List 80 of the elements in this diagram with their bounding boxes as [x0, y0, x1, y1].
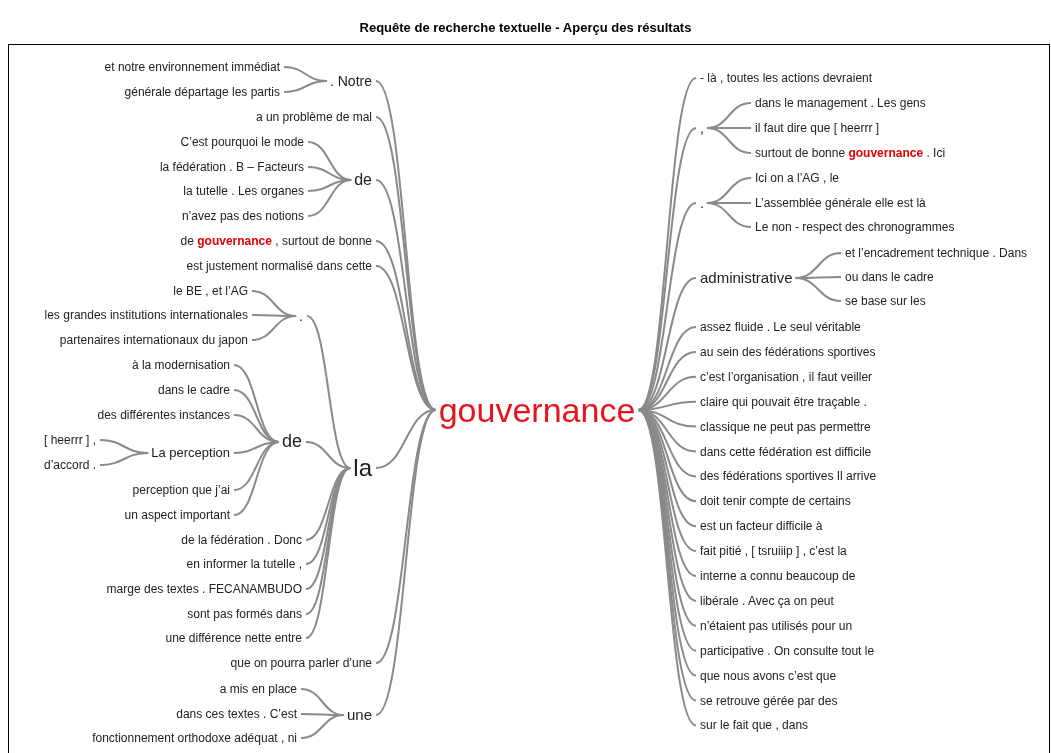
branch-line	[283, 80, 328, 93]
search-term: gouvernance	[438, 389, 636, 431]
phrase-text: est un facteur difficile à	[700, 519, 823, 534]
phrase-text: marge des textes . FECANAMBUDO	[106, 581, 302, 597]
phrase-text: en informer la tutelle ,	[186, 556, 302, 572]
phrase-text: a mis en place	[219, 681, 297, 697]
phrase-text: a un problème de mal	[255, 109, 372, 125]
branch-line	[375, 409, 437, 716]
phrase-text: générale départage les partis	[124, 84, 280, 100]
phrase-text: les grandes institutions internationales	[44, 307, 248, 323]
phrase-text: sur le fait que , dans	[700, 718, 809, 733]
phrase-text: doit tenir compte de certains	[700, 494, 851, 509]
phrase-text: - là , toutes les actions devraient	[700, 70, 873, 86]
phrase-text: perception que j’ai	[132, 482, 230, 498]
phrase-text: La perception	[151, 445, 230, 461]
phrase-text: de gouvernance , surtout de bonne	[180, 233, 372, 249]
branch-line	[375, 179, 437, 411]
branch-line	[99, 452, 150, 466]
phrase-text: la	[353, 453, 372, 483]
phrase-text: surtout de bonne gouvernance . Ici	[755, 145, 946, 161]
phrase-text: assez fluide . Le seul véritable	[700, 319, 861, 335]
chart-title: Requête de recherche textuelle - Aperçu des résultats	[358, 20, 693, 35]
phrase-text: de la fédération . Donc	[181, 532, 302, 548]
branch-line	[251, 315, 298, 341]
phrase-text: de	[354, 170, 372, 190]
phrase-text: au sein des fédérations sportives	[700, 344, 876, 360]
branch-line	[233, 364, 280, 443]
phrase-text: une	[346, 706, 372, 724]
branch-line	[233, 441, 280, 516]
phrase-text: se retrouve gérée par des	[700, 693, 838, 708]
phrase-text: fait pitié , [ tsruiiip ] , c’est la	[700, 543, 847, 559]
phrase-text: classique ne peut pas permettre	[700, 419, 871, 434]
phrase-text: L’assemblée générale elle est là	[755, 195, 926, 211]
phrase-text: des différentes instances	[97, 407, 230, 423]
phrase-text: [ heerrr ] ,	[44, 432, 96, 448]
phrase-text: claire qui pouvait être traçable .	[700, 394, 867, 409]
phrase-text: il faut dire que [ heerrr ]	[755, 120, 880, 136]
phrase-text: libérale . Avec ça on peut	[700, 593, 834, 609]
phrase-text: administrative	[700, 269, 793, 287]
phrase-text: Le non - respect des chronogrammes	[755, 219, 955, 235]
phrase-text: n’avez pas des notions	[181, 208, 304, 224]
phrase-text: participative . On consulte tout le	[700, 643, 875, 658]
phrase-text: de	[281, 431, 302, 453]
phrase-text: c’est l’organisation , il faut veiller	[700, 369, 873, 384]
branch-line	[307, 179, 353, 217]
phrase-text: dans le management . Les gens	[755, 95, 926, 111]
branch-line	[375, 409, 437, 469]
phrase-text: et notre environnement immédiat	[104, 59, 280, 75]
phrase-text: est justement normalisé dans cette	[186, 258, 372, 274]
phrase-text: . Notre	[330, 72, 372, 90]
phrase-text: n’étaient pas utilisés pour un	[700, 618, 853, 633]
phrase-text: sont pas formés dans	[187, 606, 302, 622]
phrase-text: un aspect important	[124, 507, 230, 523]
phrase-text: une différence nette entre	[165, 630, 302, 646]
phrase-text: partenaires internationaux du japon	[59, 332, 248, 348]
phrase-text: la tutelle . Les organes	[183, 183, 304, 199]
phrase-text: ,	[700, 119, 704, 137]
phrase-text: dans ces textes . C’est	[176, 706, 297, 722]
phrase-text: ou dans le cadre	[845, 269, 934, 285]
phrase-text: dans le cadre	[157, 382, 230, 398]
phrase-text: se base sur les	[845, 293, 926, 309]
phrase-text: C’est pourquoi le mode	[180, 134, 304, 150]
phrase-text: et l’encadrement technique . Dans	[845, 245, 1028, 261]
phrase-text: fonctionnement orthodoxe adéquat , ni	[92, 730, 297, 746]
branch-line	[705, 127, 752, 154]
phrase-text: interne a connu beaucoup de	[700, 568, 856, 584]
branch-line	[794, 277, 842, 302]
phrase-text: la fédération . B – Facteurs	[159, 159, 304, 175]
phrase-text: que nous avons c’est que	[700, 668, 837, 683]
phrase-text: .	[700, 194, 704, 212]
phrase-text: des fédérations sportives Il arrive	[700, 469, 877, 484]
phrase-text: d’accord .	[43, 457, 96, 473]
phrase-text: dans cette fédération est difficile	[700, 444, 872, 459]
phrase-text: Ici on a l’AG , le	[755, 170, 840, 186]
phrase-text: .	[299, 307, 303, 325]
phrase-text: à la modernisation	[131, 357, 230, 373]
branch-line	[705, 202, 752, 228]
branch-line	[300, 714, 345, 739]
phrase-text: le BE , et l’AG	[173, 283, 248, 299]
phrase-text: que on pourra parler d’une	[230, 655, 372, 671]
